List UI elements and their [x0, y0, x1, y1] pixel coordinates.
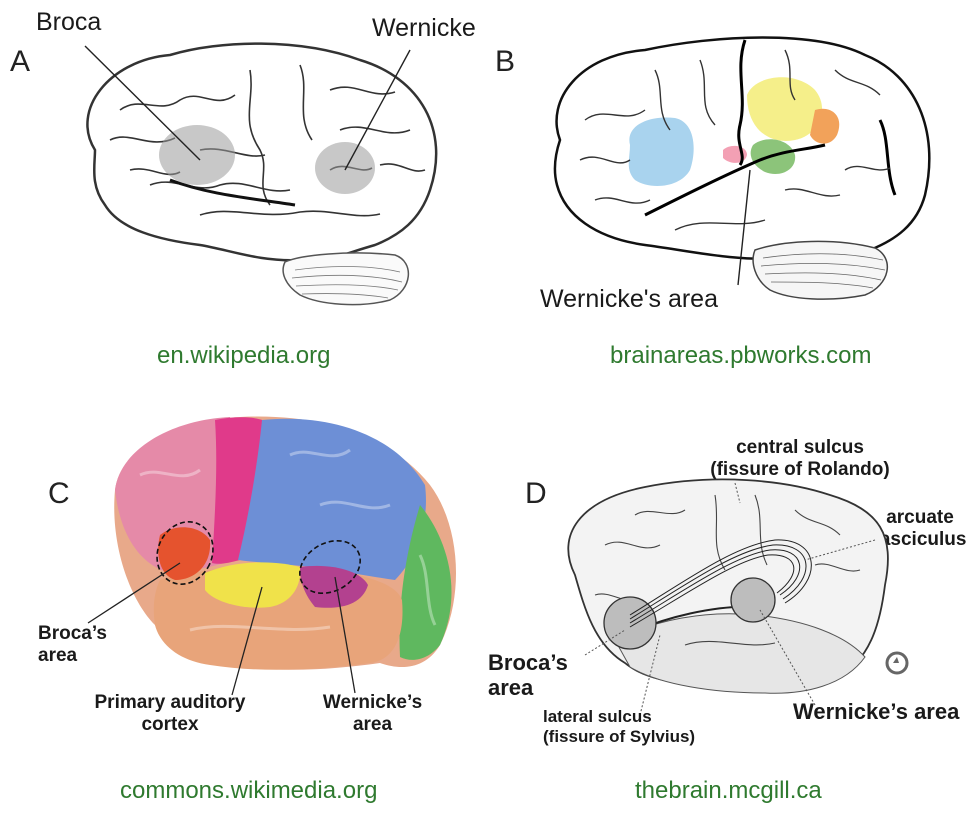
panel-d: D central sulcus (fissure of Rolando) ar… — [485, 395, 969, 815]
panel-c: C Broca’s — [0, 395, 485, 815]
label-lateral-sulcus-line2: (fissure of Sylvius) — [543, 727, 695, 747]
source-a: en.wikipedia.org — [157, 342, 330, 370]
label-primary-auditory-line2: cortex — [85, 714, 255, 736]
label-wernickes-area-c-line2: area — [320, 714, 425, 736]
label-brocas-area-c-line1: Broca’s — [38, 623, 107, 645]
brain-illustration-a — [0, 0, 485, 340]
label-primary-auditory-line1: Primary auditory — [85, 692, 255, 714]
label-wernickes-area-c: Wernicke’s area — [320, 692, 425, 736]
source-c: commons.wikimedia.org — [120, 777, 377, 805]
label-brocas-area-c: Broca’s area — [38, 623, 107, 667]
label-wernickes-area-c-line1: Wernicke’s — [320, 692, 425, 714]
label-primary-auditory-cortex: Primary auditory cortex — [85, 692, 255, 736]
label-brocas-area-d-line1: Broca’s — [488, 650, 568, 675]
label-brocas-area-d-line2: area — [488, 675, 568, 700]
source-d: thebrain.mcgill.ca — [635, 777, 822, 805]
source-b: brainareas.pbworks.com — [610, 342, 871, 370]
label-brocas-area-c-line2: area — [38, 645, 107, 667]
panel-a: A Broca Wernicke — [0, 0, 485, 380]
label-brocas-area-d: Broca’s area — [488, 650, 568, 700]
label-lateral-sulcus: lateral sulcus (fissure of Sylvius) — [543, 707, 695, 747]
label-lateral-sulcus-line1: lateral sulcus — [543, 707, 695, 727]
label-wernickes-area-b: Wernicke's area — [540, 285, 718, 314]
rotate-icon — [887, 653, 907, 673]
label-wernickes-area-d: Wernicke’s area — [793, 699, 959, 724]
panel-b: B — [485, 0, 969, 380]
